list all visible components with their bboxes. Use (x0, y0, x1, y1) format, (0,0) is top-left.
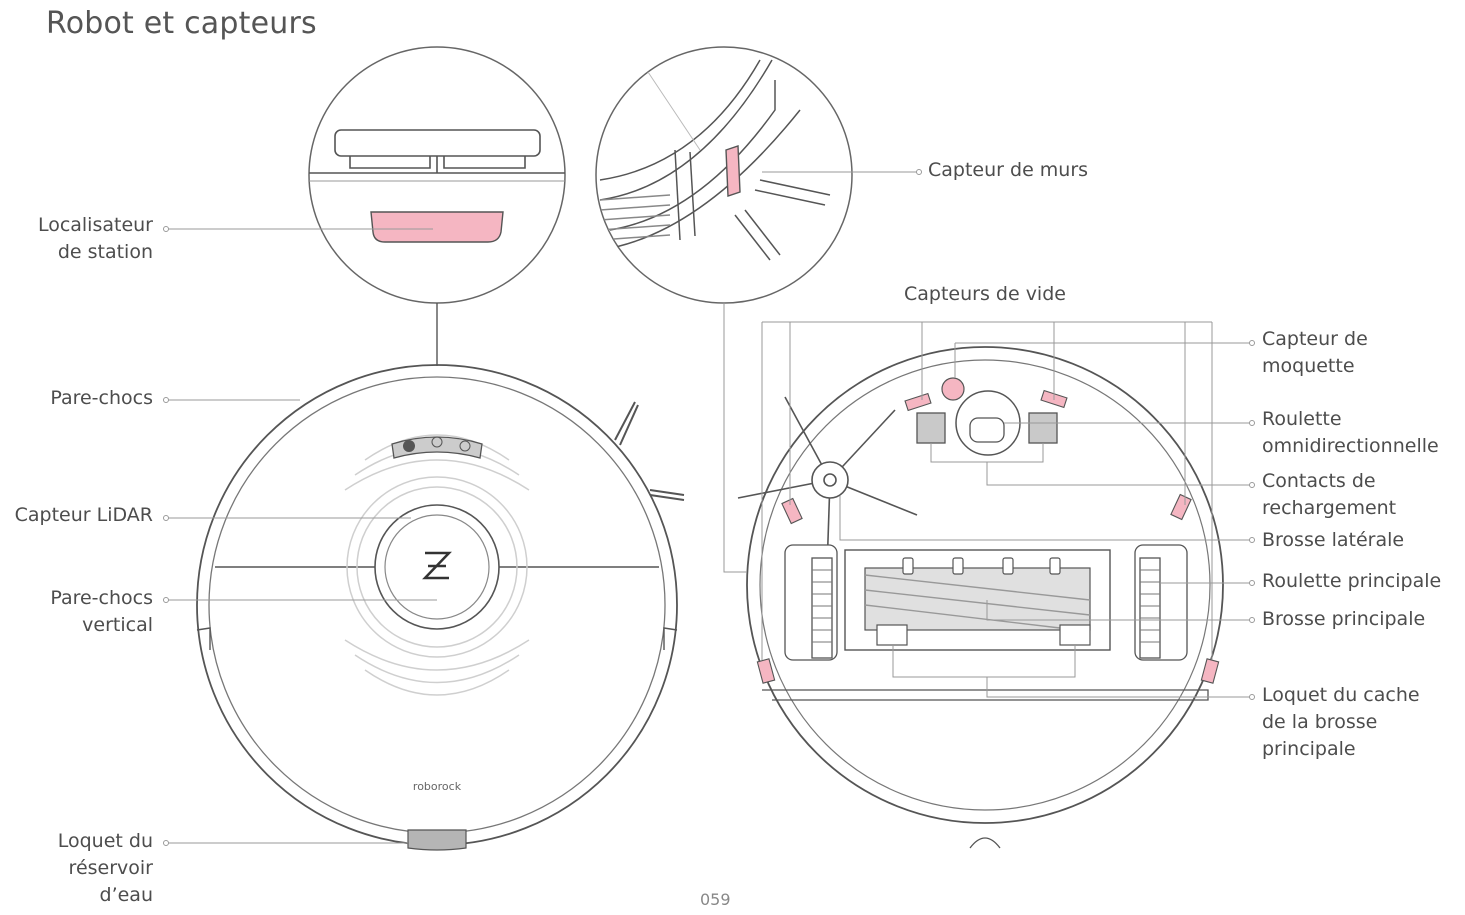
label-wall-sensor: Capteur de murs (928, 159, 1089, 181)
label-carpet-sensor: Capteur de moquette (1262, 328, 1368, 377)
label-lidar: Capteur LiDAR (14, 504, 153, 526)
robot-bottom-view (737, 346, 1224, 849)
station-locator-closeup (308, 46, 566, 304)
leader-dots (163, 169, 1255, 846)
label-cliff-sensors: Capteurs de vide (904, 283, 1066, 305)
label-main-brush-cover-latch: Loquet du cache de la brosse principale (1262, 684, 1420, 760)
label-main-brush: Brosse principale (1262, 608, 1426, 630)
label-station-locator: Localisateur de station (37, 214, 153, 263)
page-number: 059 (700, 890, 731, 909)
label-water-tank-latch: Loquet du réservoir d’eau (57, 830, 153, 906)
wall-sensor-closeup (595, 46, 853, 304)
label-side-brush: Brosse latérale (1262, 529, 1405, 551)
carpet-sensor-spot (941, 377, 965, 401)
label-omni-wheel: Roulette omnidirectionnelle (1262, 408, 1439, 457)
label-main-wheel: Roulette principale (1262, 570, 1442, 592)
leader-lines (168, 171, 1250, 844)
wall-sensor-window (725, 145, 741, 197)
brand-logo: roborock (413, 780, 462, 793)
label-vertical-bumper: Pare-chocs vertical (50, 587, 153, 636)
robot-top-view (196, 364, 685, 851)
label-bumper: Pare-chocs (50, 387, 153, 409)
station-locator-window (370, 211, 504, 243)
page-title: Robot et capteurs (46, 6, 317, 41)
label-charging-contacts: Contacts de rechargement (1262, 470, 1397, 519)
